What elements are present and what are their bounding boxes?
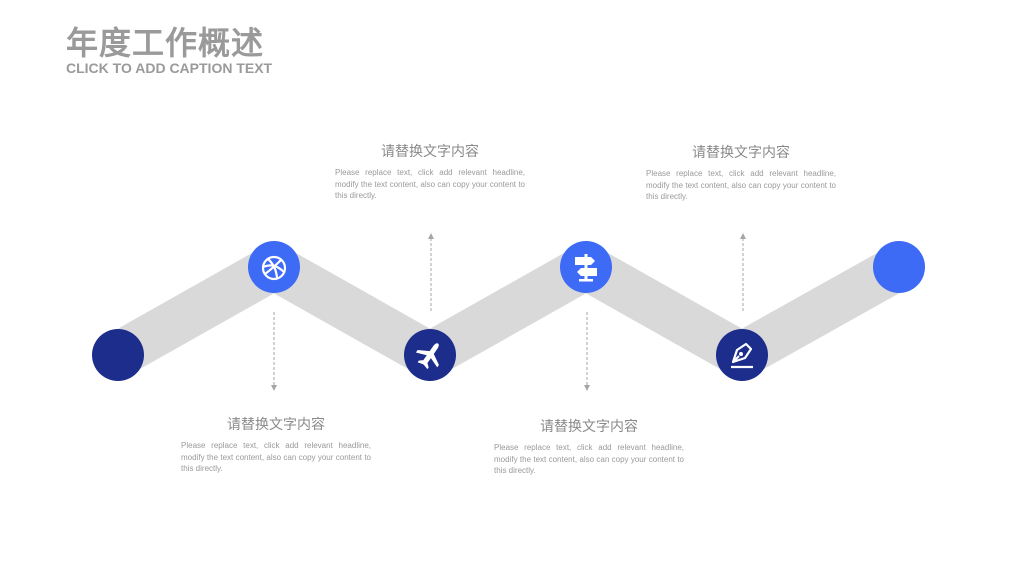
caption-heading: 请替换文字内容: [227, 417, 325, 433]
caption-block-1: 请替换文字内容 Please replace text, click add r…: [181, 414, 371, 475]
timeline-node-end: [873, 241, 925, 293]
caption-block-4: 请替换文字内容 Please replace text, click add r…: [646, 142, 836, 203]
page-title: 年度工作概述: [66, 24, 265, 62]
caption-heading: 请替换文字内容: [540, 419, 638, 435]
caption-body: Please replace text, click add relevant …: [181, 441, 371, 473]
caption-heading: 请替换文字内容: [692, 145, 790, 161]
caption-body: Please replace text, click add relevant …: [646, 169, 836, 201]
signpost-icon: [575, 254, 597, 282]
airplane-icon: [415, 343, 439, 370]
caption-body: Please replace text, click add relevant …: [335, 168, 525, 200]
page-subtitle: CLICK TO ADD CAPTION TEXT: [66, 60, 273, 76]
basketball-icon: [261, 255, 287, 281]
connector-arrow-2: [428, 233, 434, 311]
pen-nib-icon: [731, 342, 753, 369]
caption-block-2: 请替换文字内容 Please replace text, click add r…: [335, 141, 525, 202]
connector-arrow-1: [271, 312, 277, 391]
timeline-node-start: [92, 329, 144, 381]
caption-body: Please replace text, click add relevant …: [494, 443, 684, 475]
caption-heading: 请替换文字内容: [381, 144, 479, 160]
connector-arrow-4: [740, 233, 746, 311]
connector-arrow-3: [584, 312, 590, 391]
caption-block-3: 请替换文字内容 Please replace text, click add r…: [494, 416, 684, 477]
timeline-track: [106, 240, 911, 382]
